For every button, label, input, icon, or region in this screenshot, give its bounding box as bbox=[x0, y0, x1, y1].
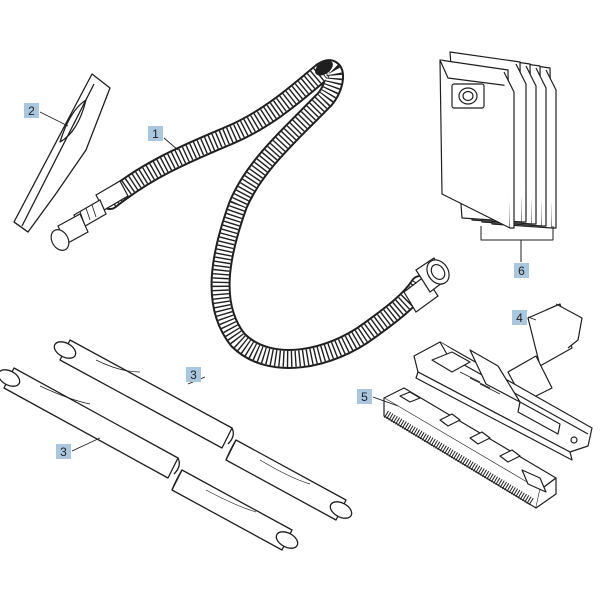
callout-tube-left-badge bbox=[56, 444, 71, 459]
callout-tube-right-badge bbox=[186, 367, 201, 382]
filter-bags-drawing bbox=[439, 51, 557, 262]
callout-tube-left: 3 bbox=[56, 444, 71, 459]
callout-filter-bags: 6 bbox=[514, 263, 529, 278]
callout-hose-badge bbox=[148, 126, 163, 141]
callout-floor-nozzle-badge bbox=[512, 310, 527, 325]
callout-tube-right: 3 bbox=[186, 367, 201, 382]
floor-nozzle-drawing bbox=[413, 303, 593, 461]
callout-brush-strip-badge bbox=[357, 389, 372, 404]
callout-floor-nozzle: 4 bbox=[512, 310, 527, 325]
brush-strip-drawing bbox=[383, 387, 557, 509]
callout-floor-nozzle-label: 4 bbox=[516, 311, 523, 325]
callout-brush-strip: 5 bbox=[357, 389, 372, 404]
callout-tube-left-label: 3 bbox=[60, 445, 67, 459]
tube-drawing bbox=[0, 339, 353, 551]
callout-tube-right-label: 3 bbox=[190, 368, 197, 382]
callout-hose: 1 bbox=[148, 126, 163, 141]
callout-crevice-nozzle: 2 bbox=[24, 103, 39, 118]
callout-filter-bags-badge bbox=[514, 263, 529, 278]
callout-brush-strip-label: 5 bbox=[361, 390, 368, 404]
callout-crevice-nozzle-badge bbox=[24, 103, 39, 118]
hose-drawing bbox=[50, 59, 450, 369]
callout-filter-bags-label: 6 bbox=[518, 264, 525, 278]
callout-crevice-nozzle-label: 2 bbox=[28, 104, 35, 118]
callout-hose-label: 1 bbox=[152, 127, 159, 141]
